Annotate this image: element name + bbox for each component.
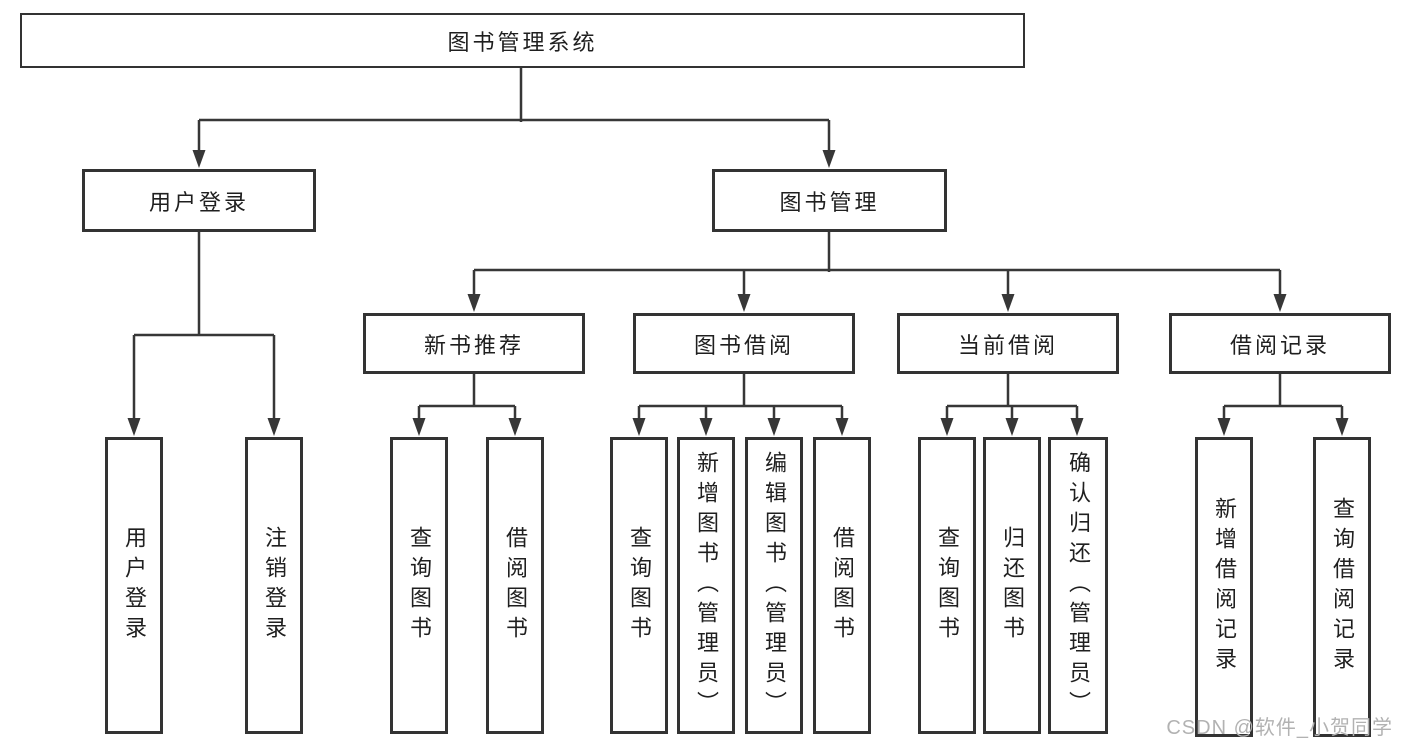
- node-rec-borrow-books: 借阅图书: [486, 437, 544, 734]
- node-new-book-recommendation-label: 新书推荐: [423, 332, 524, 358]
- arrowhead: [632, 418, 646, 436]
- arrowhead: [192, 150, 206, 168]
- arrowhead: [267, 418, 281, 436]
- node-rec-query-books: 查询图书: [390, 437, 448, 734]
- node-library-management-system: 图书管理系统: [20, 13, 1025, 68]
- node-user-login: 用户登录: [82, 169, 316, 232]
- arrowhead: [1070, 418, 1084, 436]
- node-bb-add-books-admin-label: 新增图书（管理员）: [694, 450, 719, 721]
- arrowhead: [1217, 418, 1231, 436]
- node-book-borrowing-label: 图书借阅: [693, 332, 794, 358]
- node-user-login-label: 用户登录: [148, 189, 249, 215]
- arrowhead: [1335, 418, 1349, 436]
- node-cb-query-books-label: 查询图书: [935, 525, 960, 646]
- node-bb-borrow-books: 借阅图书: [813, 437, 871, 734]
- node-cb-return-books-label: 归还图书: [1000, 525, 1025, 646]
- arrowhead: [1005, 418, 1019, 436]
- node-library-management-system-label: 图书管理系统: [447, 29, 598, 55]
- arrowhead: [940, 418, 954, 436]
- arrowhead: [127, 418, 141, 436]
- node-br-add-record: 新增借阅记录: [1195, 437, 1253, 737]
- node-new-book-recommendation: 新书推荐: [363, 313, 585, 374]
- node-br-add-record-label: 新增借阅记录: [1212, 497, 1237, 677]
- node-br-query-record-label: 查询借阅记录: [1330, 497, 1355, 677]
- arrowhead: [412, 418, 426, 436]
- node-bb-edit-books-admin: 编辑图书（管理员）: [745, 437, 803, 734]
- csdn-watermark: CSDN @软件_小贺同学: [1166, 717, 1393, 739]
- arrowhead: [508, 418, 522, 436]
- node-rec-borrow-books-label: 借阅图书: [503, 525, 528, 646]
- arrowhead: [467, 294, 481, 312]
- node-user-login-action-label: 用户登录: [122, 525, 147, 646]
- arrowhead: [1273, 294, 1287, 312]
- arrowhead: [767, 418, 781, 436]
- node-book-management-label: 图书管理: [779, 189, 880, 215]
- node-user-login-action: 用户登录: [105, 437, 163, 734]
- arrowhead: [835, 418, 849, 436]
- node-book-management: 图书管理: [712, 169, 947, 232]
- node-borrowing-records-label: 借阅记录: [1229, 332, 1330, 358]
- node-logout-action: 注销登录: [245, 437, 303, 734]
- arrowhead: [737, 294, 751, 312]
- arrowhead: [699, 418, 713, 436]
- arrowhead: [822, 150, 836, 168]
- node-br-query-record: 查询借阅记录: [1313, 437, 1371, 737]
- node-current-borrowing: 当前借阅: [897, 313, 1119, 374]
- node-book-borrowing: 图书借阅: [633, 313, 855, 374]
- node-rec-query-books-label: 查询图书: [407, 525, 432, 646]
- node-bb-add-books-admin: 新增图书（管理员）: [677, 437, 735, 734]
- node-bb-edit-books-admin-label: 编辑图书（管理员）: [762, 450, 787, 721]
- node-cb-confirm-return-admin: 确认归还（管理员）: [1048, 437, 1108, 734]
- node-logout-action-label: 注销登录: [262, 525, 287, 646]
- node-bb-query-books: 查询图书: [610, 437, 668, 734]
- node-cb-confirm-return-admin-label: 确认归还（管理员）: [1066, 450, 1091, 721]
- node-cb-return-books: 归还图书: [983, 437, 1041, 734]
- node-borrowing-records: 借阅记录: [1169, 313, 1391, 374]
- node-cb-query-books: 查询图书: [918, 437, 976, 734]
- node-bb-borrow-books-label: 借阅图书: [830, 525, 855, 646]
- arrowhead: [1001, 294, 1015, 312]
- node-bb-query-books-label: 查询图书: [627, 525, 652, 646]
- node-current-borrowing-label: 当前借阅: [957, 332, 1058, 358]
